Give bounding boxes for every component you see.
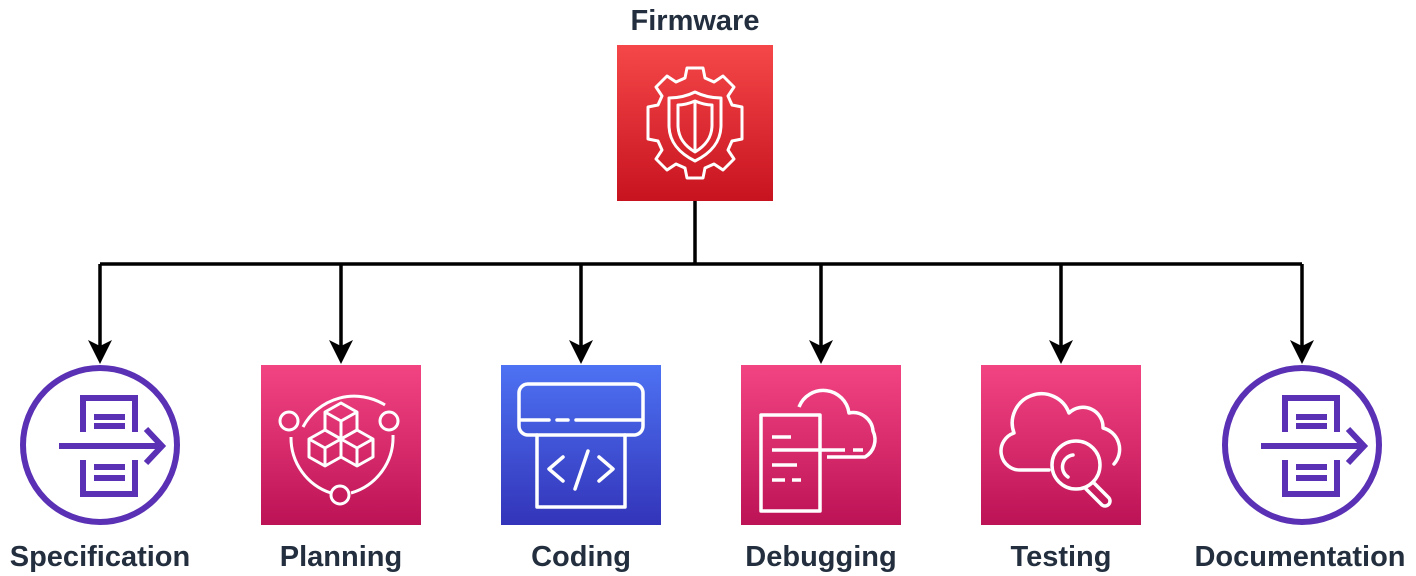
cloud-magnifier-icon	[981, 365, 1141, 525]
firmware-label: Firmware	[630, 5, 760, 37]
documentation-label: Documentation	[1194, 541, 1406, 573]
planning-node[interactable]	[261, 365, 421, 525]
debugging-node[interactable]	[741, 365, 901, 525]
code-terminal-icon	[501, 365, 661, 525]
specification-label: Specification	[9, 541, 191, 573]
cubes-orbit-icon	[261, 365, 421, 525]
planning-label: Planning	[279, 541, 403, 573]
documentation-node[interactable]	[1221, 364, 1383, 526]
testing-node[interactable]	[981, 365, 1141, 525]
coding-node[interactable]	[501, 365, 661, 525]
firmware-node[interactable]	[617, 45, 773, 201]
coding-label: Coding	[531, 541, 631, 573]
debugging-label: Debugging	[745, 541, 897, 573]
document-arrow-circle-icon	[20, 365, 180, 525]
specification-node[interactable]	[19, 364, 181, 526]
document-arrow-circle-icon	[1222, 365, 1382, 525]
gear-shield-icon	[617, 45, 773, 201]
document-cloud-icon	[741, 365, 901, 525]
testing-label: Testing	[1010, 541, 1112, 573]
